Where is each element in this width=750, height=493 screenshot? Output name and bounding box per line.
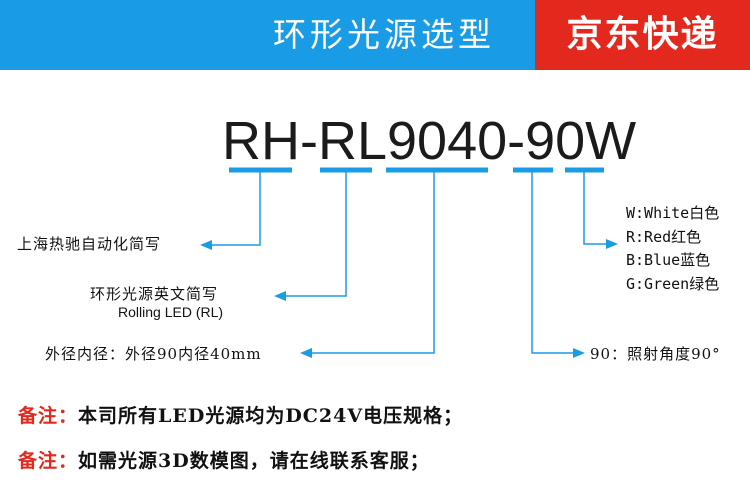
note-voltage: 备注：本司所有LED光源均为DC24V电压规格； <box>18 401 463 428</box>
arrowhead-size <box>300 348 312 358</box>
connector-type <box>284 170 347 297</box>
note-text: 如需光源3D数模图，请在线联系客服； <box>78 450 430 472</box>
note-tag: 备注： <box>18 450 79 472</box>
label-type-english: Rolling LED (RL) <box>118 304 224 320</box>
arrowhead-type <box>274 291 286 301</box>
connector-size <box>310 170 435 354</box>
color-option-white: W:White白色 <box>626 204 720 222</box>
header-banner: 环形光源选型 京东快递 <box>0 0 750 70</box>
note-tag: 备注： <box>18 405 79 427</box>
arrowhead-angle <box>573 348 585 358</box>
connector-color <box>583 170 608 245</box>
color-option-blue: B:Blue蓝色 <box>626 251 711 269</box>
color-option-green: G:Green绿色 <box>626 274 720 293</box>
shop-badge: 京东快递 <box>535 0 750 70</box>
label-beam-angle: 90：照射角度90° <box>590 345 721 363</box>
color-options: W:White白色 R:Red红色 B:Blue蓝色 G:Green绿色 <box>626 202 719 296</box>
label-diameter: 外径内径：外径90内径40mm <box>45 345 262 363</box>
arrowhead-color <box>606 239 618 249</box>
label-type-abbrev: 环形光源英文简写 <box>90 285 219 303</box>
connector-short-name <box>210 170 261 246</box>
label-company-abbrev: 上海热驰自动化简写 <box>17 235 162 253</box>
banner-title: 环形光源选型 <box>273 15 495 54</box>
arrowhead-short-name <box>200 240 212 250</box>
model-code: RH-RL9040-90W <box>222 111 637 171</box>
connector-angle <box>531 170 575 354</box>
note-3d-model: 备注：如需光源3D数模图，请在线联系客服； <box>18 446 430 473</box>
note-text: 本司所有LED光源均为DC24V电压规格； <box>78 405 464 427</box>
color-option-red: R:Red红色 <box>626 227 702 246</box>
